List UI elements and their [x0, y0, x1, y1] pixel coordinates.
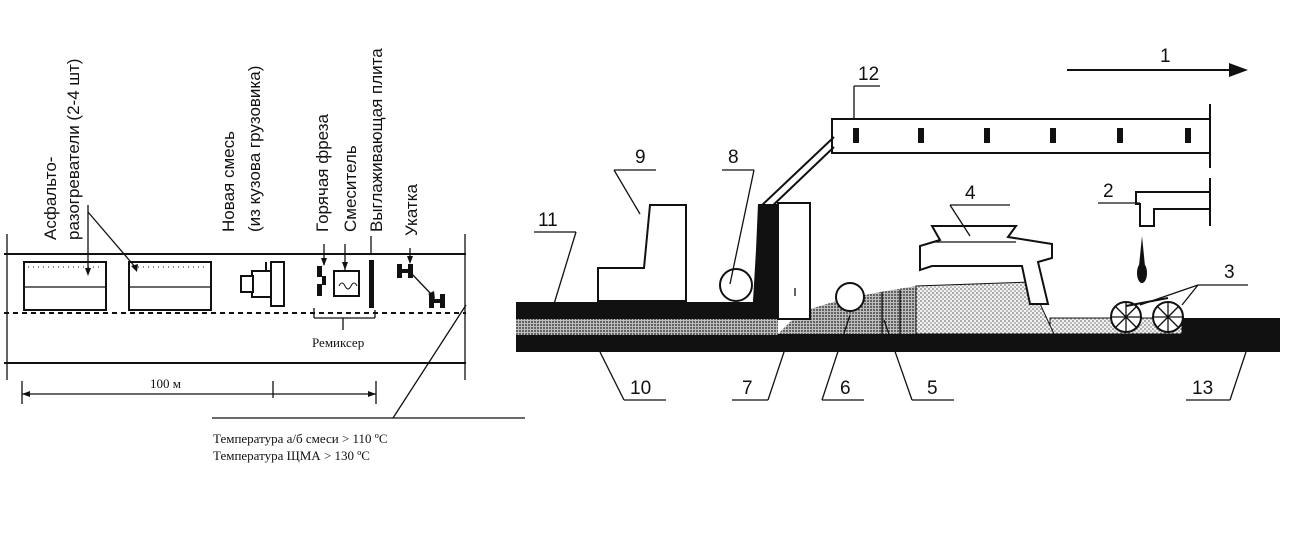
label-new-mix-line2: (из кузова грузовика) — [245, 66, 264, 232]
number-6: 6 — [840, 378, 851, 399]
label-new-mix-line1: Новая смесь — [219, 131, 238, 232]
label-temperature-mix: Температура а/б смеси > 110 ºС — [213, 431, 388, 446]
screed-plate-icon — [369, 236, 374, 308]
compacting-wedge — [752, 204, 778, 318]
paver-hopper-9 — [597, 204, 687, 302]
number-2: 2 — [1103, 181, 1114, 202]
compaction-roller — [719, 268, 753, 302]
number-9: 9 — [635, 147, 646, 168]
label-heaters-line2: разогреватели (2-4 шт) — [64, 59, 83, 240]
regenerated-layer — [516, 318, 778, 335]
label-distance: 100 м — [150, 376, 181, 391]
right-scheme: 1 2 3 4 5 6 7 8 9 10 11 12 13 — [516, 46, 1280, 401]
old-pavement — [1180, 318, 1280, 336]
heater-wheels — [1110, 297, 1184, 333]
new-surface-layer — [516, 302, 778, 319]
number-8: 8 — [728, 147, 739, 168]
temperature-leader — [392, 304, 467, 419]
truck-icon — [240, 261, 285, 307]
mixer-icon — [333, 244, 360, 297]
heater-leader-2 — [87, 211, 137, 269]
number-3: 3 — [1224, 262, 1235, 283]
label-remixer: Ремиксер — [312, 335, 364, 350]
mix-hopper-4 — [919, 225, 1053, 305]
label-hot-mill: Горячая фреза — [313, 113, 332, 232]
hot-mill-icon — [317, 244, 327, 296]
remixer-bracket — [313, 308, 376, 330]
number-12: 12 — [858, 64, 879, 85]
new-mix-spread — [915, 281, 1055, 335]
roller-icon — [397, 248, 445, 308]
asphalt-heater-2 — [128, 261, 212, 311]
number-10: 10 — [630, 378, 651, 399]
direction-arrow — [1067, 63, 1248, 77]
number-4: 4 — [965, 183, 976, 204]
number-7: 7 — [742, 378, 753, 399]
label-rolling: Укатка — [402, 183, 421, 236]
number-5: 5 — [927, 378, 938, 399]
binder-sprayer — [1135, 178, 1211, 283]
number-1: 1 — [1160, 46, 1171, 67]
distance-dimension — [21, 381, 377, 404]
label-mixer: Смеситель — [341, 145, 360, 232]
screed-block — [777, 202, 811, 320]
number-13: 13 — [1192, 378, 1213, 399]
number-leaders — [534, 85, 1248, 401]
asphalt-heater-1 — [23, 261, 107, 311]
left-scheme: Асфальто- разогреватели (2-4 шт) Новая с… — [4, 48, 525, 463]
auger-roll — [835, 282, 865, 312]
conveyor-boom — [759, 104, 1211, 211]
label-heaters-line1: Асфальто- — [41, 157, 60, 240]
base-layer — [516, 334, 1280, 352]
label-screed-plate: Выглаживающая плита — [367, 48, 386, 232]
label-temperature-sma: Температура ЩМА > 130 ºС — [213, 448, 370, 463]
number-11: 11 — [538, 210, 558, 231]
